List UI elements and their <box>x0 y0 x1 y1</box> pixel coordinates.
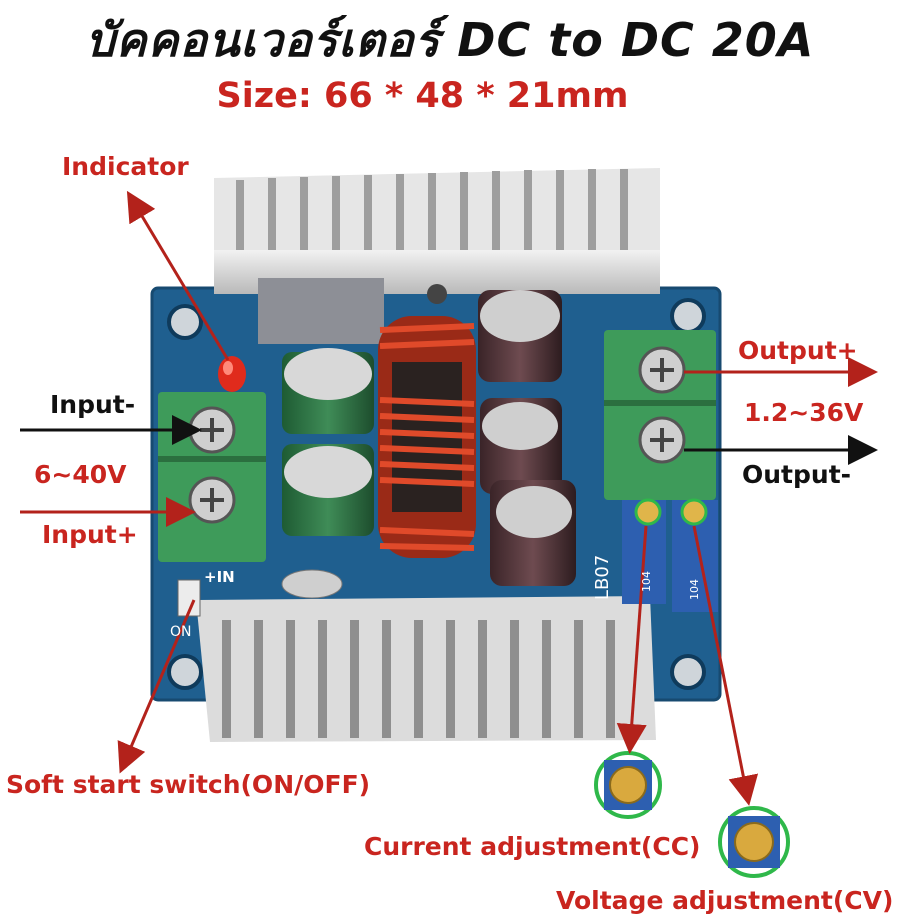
soft-start-label: Soft start switch(ON/OFF) <box>6 770 371 799</box>
output-terminal-block <box>604 330 716 500</box>
board-in-mark: +IN <box>204 568 235 586</box>
current-adjust-label: Current adjustment(CC) <box>364 832 701 861</box>
input-minus-label: Input- <box>50 390 136 419</box>
bottom-heatsink <box>196 569 656 742</box>
annotation-arrows <box>20 190 878 806</box>
led-indicator <box>218 356 246 392</box>
zoomed-current-pot <box>594 751 662 819</box>
output-voltage-label: 1.2~36V <box>744 398 864 427</box>
top-heatsink <box>214 168 660 344</box>
input-terminal-block <box>158 392 266 562</box>
inductor-coil <box>378 316 476 558</box>
output-plus-label: Output+ <box>738 336 858 365</box>
size-spec: Size: 66 * 48 * 21mm <box>216 76 629 116</box>
zoomed-voltage-pot <box>718 806 790 878</box>
pot-code-left: 104 <box>640 571 653 592</box>
soft-start-switch <box>177 579 201 617</box>
output-minus-label: Output- <box>742 460 852 489</box>
input-plus-label: Input+ <box>42 520 138 549</box>
board-model: LB07 <box>592 555 613 600</box>
brown-capacitors <box>478 290 576 586</box>
indicator-label: Indicator <box>62 152 189 181</box>
board-on-mark: ON <box>170 624 192 640</box>
green-capacitors <box>282 348 374 536</box>
product-title: บัคคอนเวอร์เตอร์ DC to DC 20A <box>85 13 815 67</box>
pot-code-right: 104 <box>688 579 701 600</box>
input-voltage-label: 6~40V <box>34 460 127 489</box>
voltage-adjust-label: Voltage adjustment(CV) <box>556 886 894 915</box>
